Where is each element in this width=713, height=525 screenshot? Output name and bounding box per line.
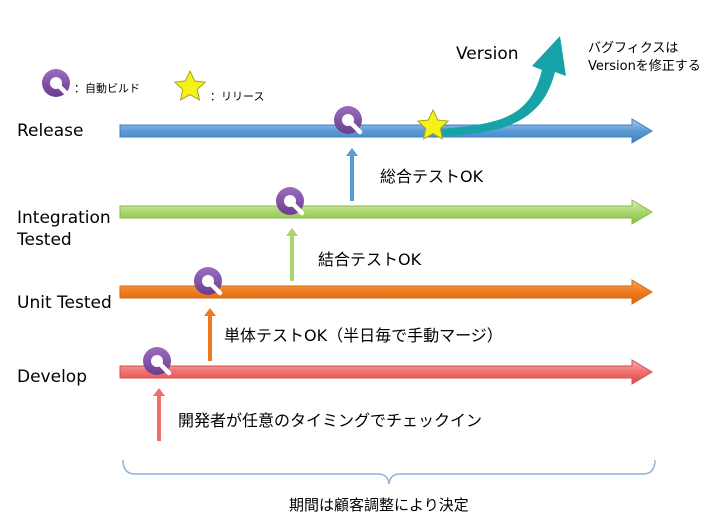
step-label-integration-test: 結合テストOK (318, 250, 422, 269)
lane-label-integration-line1: Integration (17, 208, 111, 228)
integration-up-arrow (286, 228, 298, 281)
period-brace (122, 459, 656, 485)
release-star-icon (416, 108, 450, 140)
step-label-total-test: 総合テストOK (380, 167, 484, 186)
build-q-icon (334, 106, 363, 135)
legend-build-label: ：自動ビルド (74, 82, 140, 95)
lane-label-integration-line2: Tested (17, 230, 72, 250)
legend-build-q-icon (42, 69, 71, 98)
release-up-arrow (346, 148, 358, 201)
integration-lane-arrow (119, 199, 653, 225)
develop-lane-arrow (119, 359, 653, 385)
lane-label-develop: Develop (17, 367, 87, 387)
legend-star-icon (173, 69, 207, 101)
period-label: 期間は顧客調整により決定 (289, 496, 469, 514)
lane-label-unit: Unit Tested (17, 293, 112, 313)
build-q-icon (276, 187, 305, 216)
release-lane-arrow (119, 118, 653, 144)
step-label-checkin: 開発者が任意のタイミングでチェックイン (178, 411, 483, 430)
unit-up-arrow (204, 308, 216, 361)
lane-label-release: Release (17, 121, 84, 141)
version-label: Version (456, 44, 519, 64)
unit-lane-arrow (119, 279, 653, 305)
checkin-up-arrow (153, 388, 165, 441)
legend-release-label: ：リリース (210, 90, 265, 103)
version-curved-arrow (440, 36, 566, 136)
build-q-icon (143, 347, 172, 376)
step-label-unit-test: 単体テストOK（半日毎で手動マージ） (224, 326, 503, 345)
build-q-icon (194, 267, 223, 296)
version-note-line1: バグフィクスは (588, 41, 679, 56)
version-note-line2: Versionを修正する (588, 59, 701, 74)
